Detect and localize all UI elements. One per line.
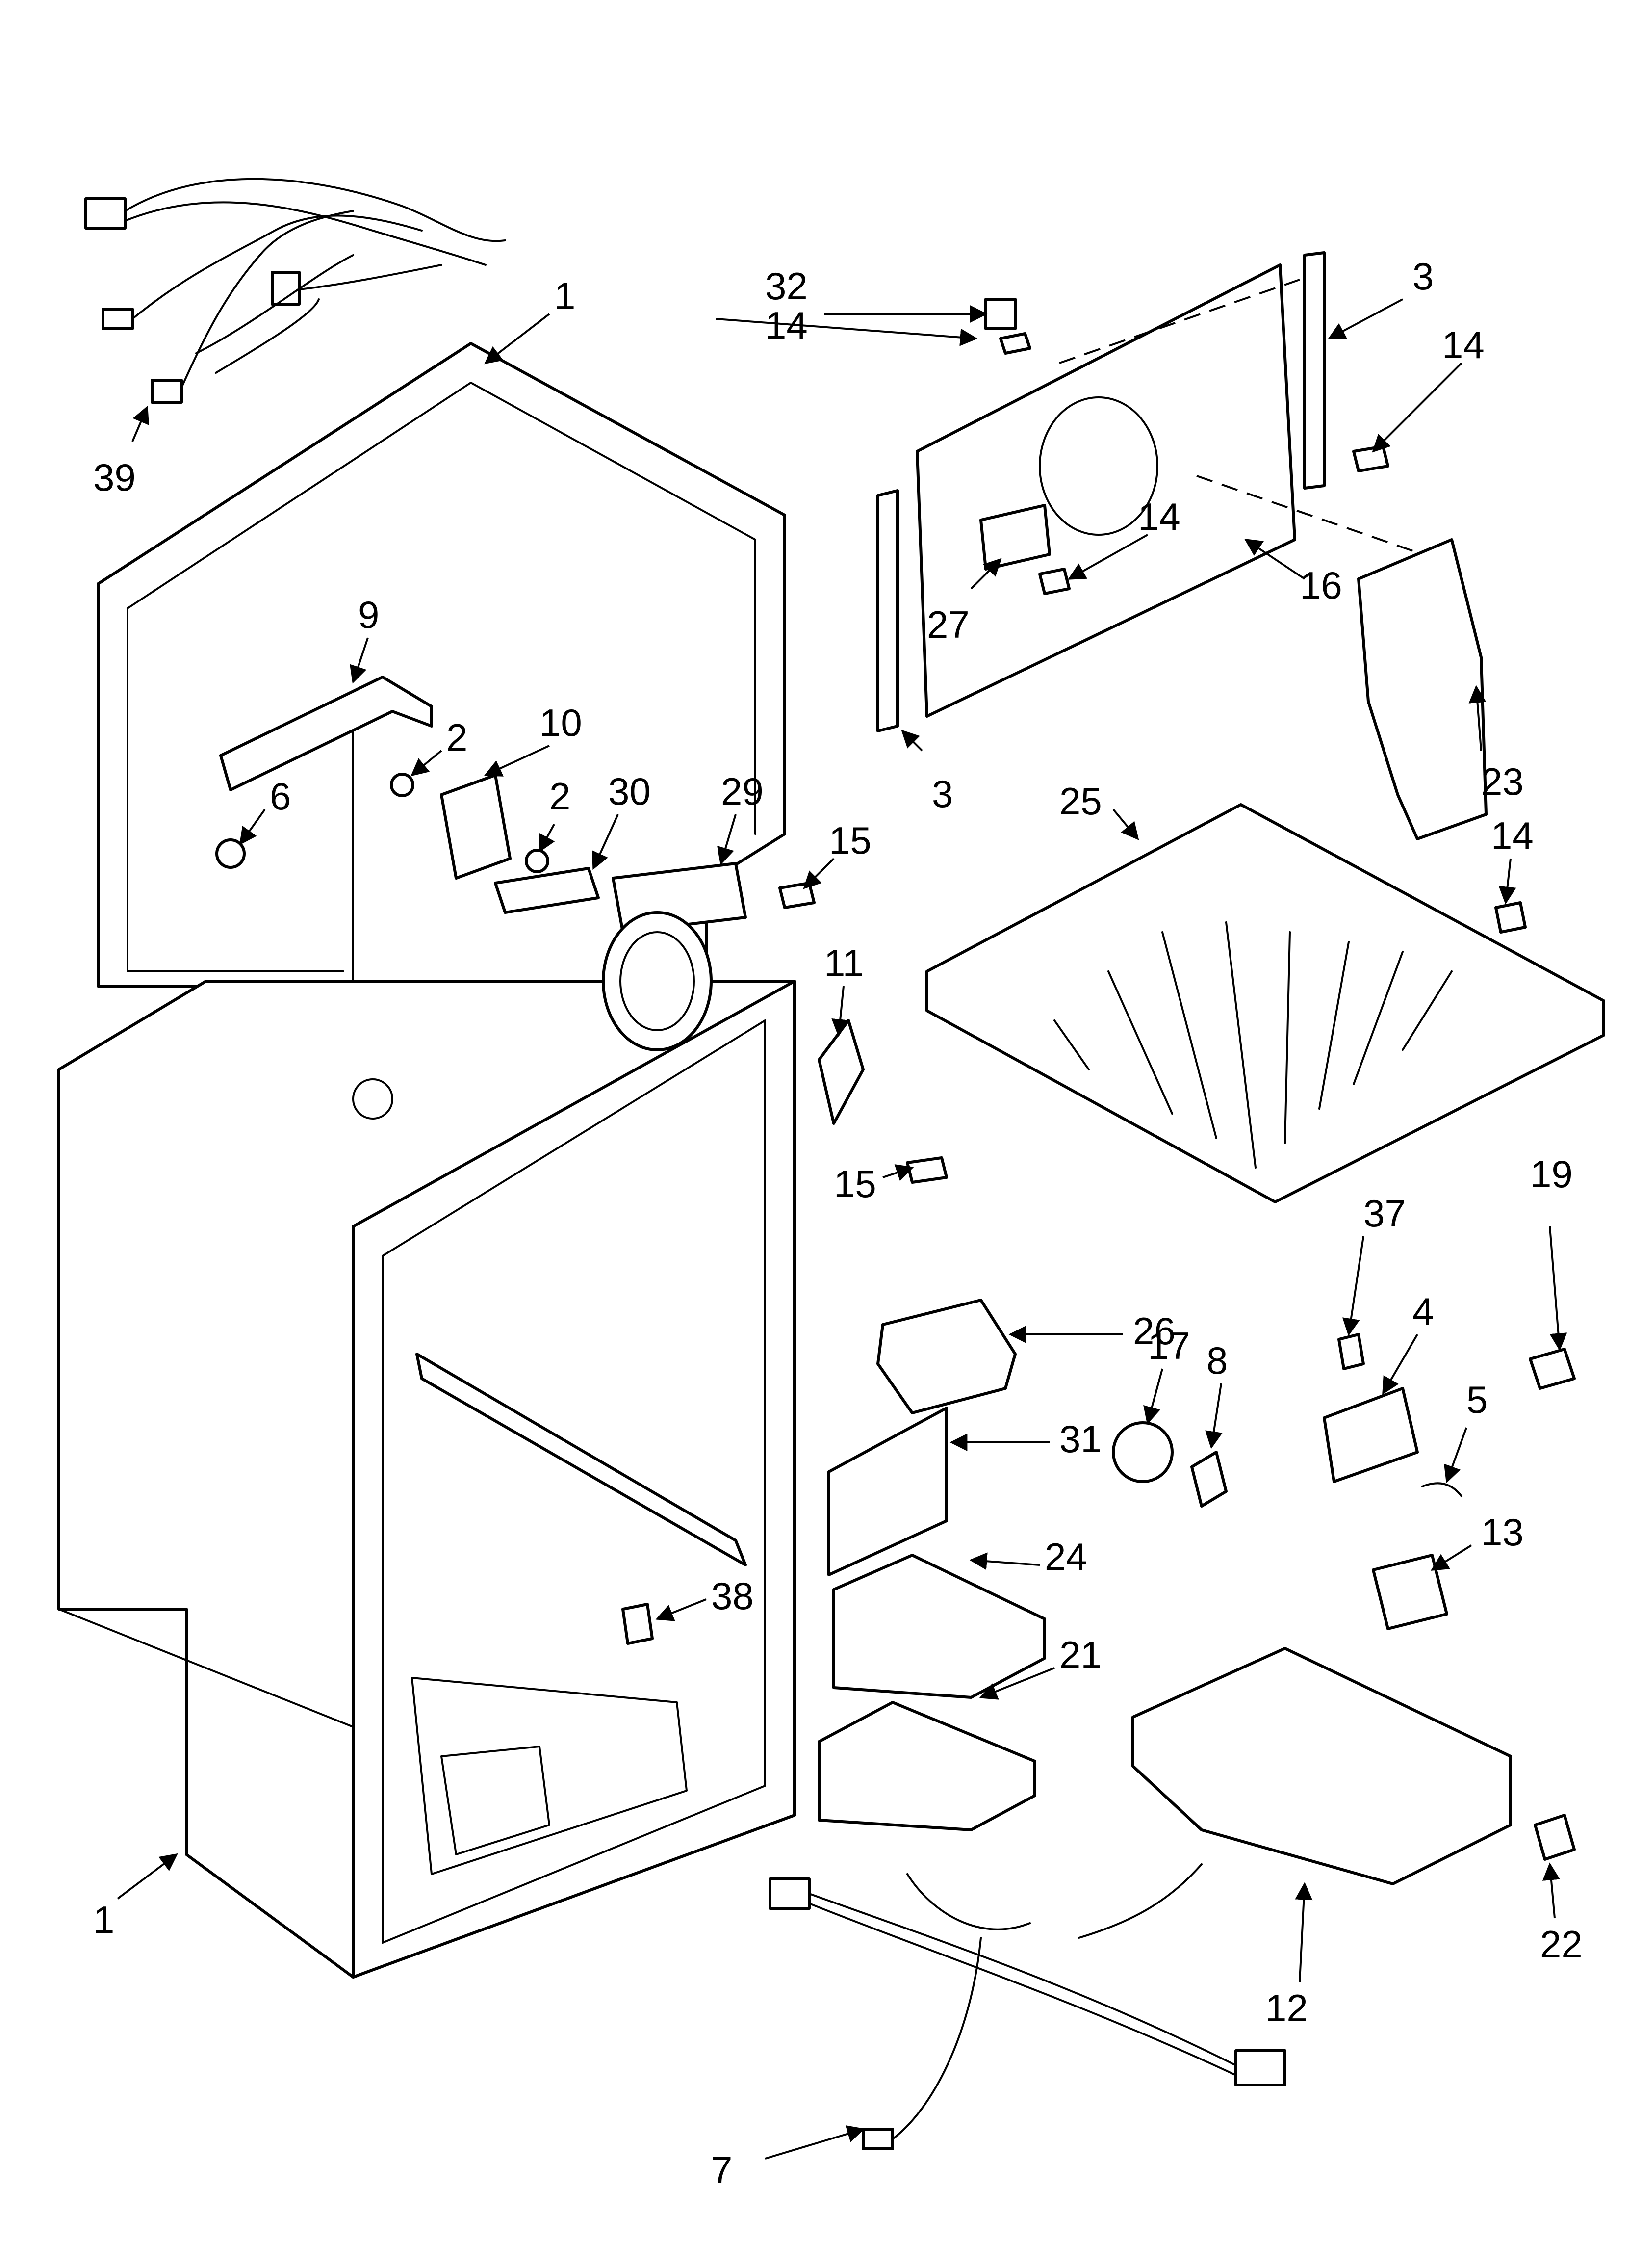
- callout-24: 24: [1045, 1535, 1087, 1578]
- part-12-housing: [1131, 1647, 1512, 1885]
- part-17-light-bulb: [1112, 1421, 1174, 1483]
- part-30-bracket: [494, 867, 600, 914]
- part-16-rear-cover: [916, 263, 1296, 718]
- callout-19: 19: [1530, 1152, 1573, 1196]
- callout-12: 12: [1265, 1986, 1308, 2030]
- callout-29: 29: [721, 770, 764, 813]
- part-21-cover: [818, 1701, 1036, 1831]
- part-37-screw: [1337, 1333, 1365, 1370]
- upper-wire-harness: [84, 178, 506, 404]
- part-14-screw-b: [1352, 445, 1389, 472]
- part-3-gasket-left: [876, 489, 899, 732]
- callout-32: 32: [765, 264, 808, 308]
- part-19-clip: [1529, 1348, 1576, 1390]
- callout-16: 16: [1300, 564, 1342, 607]
- callout-21: 21: [1059, 1633, 1102, 1676]
- callout-3-lower: 3: [932, 772, 953, 815]
- part-5-seal: [1421, 1482, 1462, 1497]
- callout-14-c: 14: [1138, 495, 1180, 538]
- callout-27: 27: [927, 603, 970, 646]
- part-14-screw-d: [1494, 901, 1527, 934]
- part-15-screw-upper: [778, 882, 816, 909]
- callout-31: 31: [1059, 1417, 1102, 1460]
- part-27-latch: [979, 504, 1051, 571]
- part-22-knob: [1534, 1814, 1576, 1861]
- callout-23: 23: [1481, 760, 1524, 803]
- part-8-socket: [1190, 1451, 1228, 1508]
- callout-6: 6: [270, 775, 291, 818]
- callout-8: 8: [1206, 1339, 1228, 1382]
- part-13-switch: [1372, 1554, 1448, 1630]
- callout-14-b: 14: [1442, 323, 1485, 366]
- callout-37: 37: [1363, 1192, 1406, 1235]
- part-31-plate: [827, 1407, 948, 1576]
- callout-26: 26: [1133, 1309, 1176, 1353]
- part-15-screw-lower: [906, 1156, 948, 1184]
- callout-3-upper: 3: [1412, 255, 1434, 298]
- callout-13: 13: [1481, 1511, 1524, 1554]
- callout-25: 25: [1059, 780, 1102, 823]
- part-11-fan-blade: [818, 1019, 865, 1125]
- callout-14-a: 14: [765, 304, 808, 347]
- part-38-grommet: [621, 1603, 654, 1645]
- callout-15-upper: 15: [829, 819, 872, 862]
- part-3-gasket-right: [1303, 251, 1326, 490]
- callout-30: 30: [608, 770, 651, 813]
- callout-7: 7: [711, 2148, 732, 2191]
- callout-14-d: 14: [1491, 814, 1534, 857]
- callout-2-upper: 2: [446, 716, 467, 759]
- part-14-screw-a: [999, 332, 1031, 355]
- callout-11: 11: [824, 941, 864, 985]
- part-24-cover: [832, 1554, 1046, 1699]
- callout-22: 22: [1540, 1923, 1583, 1966]
- callout-15-lower: 15: [834, 1162, 876, 1205]
- lower-wire-harness: [769, 1863, 1286, 2150]
- callout-38: 38: [711, 1574, 754, 1617]
- part-2-knob-upper: [390, 773, 414, 797]
- callout-39: 39: [93, 456, 136, 499]
- part-9-bracket: [219, 676, 433, 791]
- callout-10: 10: [539, 701, 582, 744]
- part-32-spacer: [984, 298, 1017, 330]
- part-2-knob-lower: [525, 849, 549, 873]
- leader-lines: [117, 298, 1567, 2160]
- refrigerator-liner: [57, 980, 796, 1979]
- callout-1-lower: 1: [93, 1898, 114, 1941]
- part-25-freezer-tray: [925, 803, 1605, 1203]
- part-23-air-duct: [1357, 538, 1488, 840]
- part-10-control: [440, 774, 512, 880]
- callout-5: 5: [1466, 1378, 1488, 1421]
- part-6-plug: [215, 838, 246, 869]
- part-14-screw-c: [1038, 568, 1071, 595]
- callout-labels: 1 1 2 2 3 3 4 5 6 7 8 9 10 11 12 13 14 1…: [93, 255, 1583, 2191]
- part-26-housing: [876, 1299, 1017, 1414]
- callout-4: 4: [1412, 1290, 1434, 1333]
- callout-17: 17: [1148, 1324, 1190, 1367]
- callout-2-lower: 2: [549, 775, 570, 818]
- callout-9: 9: [358, 593, 379, 636]
- callout-1-upper: 1: [554, 274, 575, 317]
- part-4-thermostat: [1323, 1387, 1419, 1483]
